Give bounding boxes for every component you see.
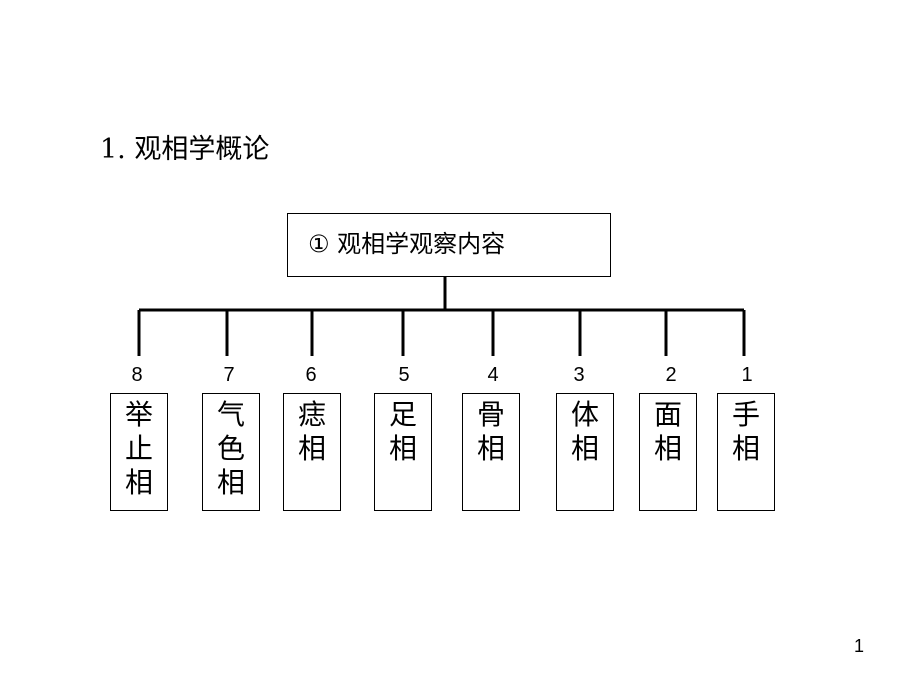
leaf-number-5: 5 xyxy=(398,364,410,386)
page-number: 1 xyxy=(853,636,864,656)
slide-title: 1. 观相学概论 xyxy=(100,134,270,165)
leaf-label-7: 气色相 xyxy=(217,398,246,499)
leaf-number-8: 8 xyxy=(131,364,143,386)
leaf-label-3: 体相 xyxy=(571,398,600,465)
leaf-label-8: 举止相 xyxy=(125,398,154,499)
leaf-number-4: 4 xyxy=(487,364,499,386)
leaf-node-2: 面相 xyxy=(639,393,697,511)
leaf-number-2: 2 xyxy=(665,364,677,386)
leaf-node-1: 手相 xyxy=(717,393,775,511)
leaf-node-6: 痣相 xyxy=(283,393,341,511)
leaf-label-5: 足相 xyxy=(389,398,418,465)
leaf-node-3: 体相 xyxy=(556,393,614,511)
leaf-label-1: 手相 xyxy=(732,398,761,465)
leaf-node-5: 足相 xyxy=(374,393,432,511)
leaf-number-1: 1 xyxy=(741,364,753,386)
root-node-label: ① 观相学观察内容 xyxy=(308,230,506,258)
leaf-label-4: 骨相 xyxy=(477,398,506,465)
leaf-label-6: 痣相 xyxy=(298,398,327,465)
leaf-number-3: 3 xyxy=(573,364,585,386)
leaf-label-2: 面相 xyxy=(654,398,683,465)
leaf-number-6: 6 xyxy=(305,364,317,386)
leaf-node-7: 气色相 xyxy=(202,393,260,511)
root-node: ① 观相学观察内容 xyxy=(287,213,611,277)
leaf-node-4: 骨相 xyxy=(462,393,520,511)
leaf-number-7: 7 xyxy=(223,364,235,386)
leaf-node-8: 举止相 xyxy=(110,393,168,511)
